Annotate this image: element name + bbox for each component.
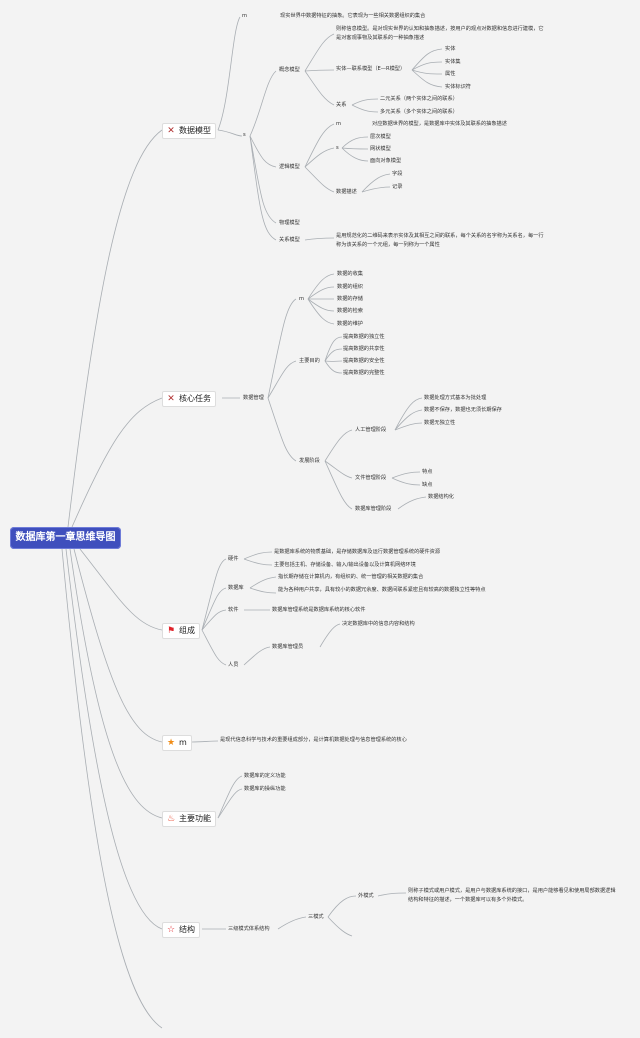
node-hardware-desc2[interactable]: 主要包括主机、存储设备、输入/输出设备以及计算机网络环境 [274,562,416,568]
star-outline-icon: ☆ [166,925,176,935]
node-er-attribute[interactable]: 属性 [445,71,456,77]
node-manual-batch[interactable]: 数据处理方式基本为批处理 [424,395,487,401]
node-logic-model[interactable]: 逻辑模型 [279,164,300,170]
node-main-functions-label: 主要功能 [179,814,211,823]
node-maintain[interactable]: 数据的维护 [337,321,363,327]
node-goal-independence[interactable]: 提高数据的独立性 [343,334,385,340]
node-logic-m[interactable]: m [336,121,342,127]
node-data-desc[interactable]: 数据描述 [336,189,357,195]
node-relation[interactable]: 关系 [336,102,347,108]
node-store[interactable]: 数据的存储 [337,296,363,302]
node-external-schema[interactable]: 外模式 [358,893,374,899]
node-three-schema[interactable]: 三模式 [308,914,324,920]
node-model-m[interactable]: m [242,13,248,19]
node-dba-desc[interactable]: 决定数据库中的信息内容和结构 [342,621,415,627]
node-goal-sharing[interactable]: 提高数据的共享性 [343,346,385,352]
node-software[interactable]: 软件 [228,607,239,613]
tools-icon: ✕ [167,126,175,136]
node-file-stage[interactable]: 文件管理阶段 [355,475,387,481]
node-physical-model[interactable]: 物理模型 [279,220,300,226]
node-core-task-label: 核心任务 [179,394,211,403]
node-structure-label: 结构 [179,925,195,934]
node-record[interactable]: 记录 [392,184,403,190]
node-software-desc[interactable]: 数据库管理系统是数据库系统的核心软件 [272,607,366,613]
node-file-feature[interactable]: 特点 [422,469,433,475]
node-hardware-desc1[interactable]: 是数据库系统的物质基础，是存储数据库及运行数据管理系统的硬件资源 [274,549,441,555]
node-data-model[interactable]: ✕ 数据模型 [162,123,216,139]
node-model-s[interactable]: s [243,132,246,138]
node-main-purpose[interactable]: 主要目的 [299,358,320,364]
node-collect[interactable]: 数据的收集 [337,271,363,277]
node-relational-model[interactable]: 关系模型 [279,237,300,243]
node-db-stage[interactable]: 数据库管理阶段 [355,506,392,512]
node-composition-label: 组成 [179,626,195,635]
node-three-level[interactable]: 三级模式体系结构 [228,926,270,932]
node-structure[interactable]: ☆ 结构 [162,922,200,938]
node-m-label: m [179,738,187,747]
node-er-entity[interactable]: 实体 [445,46,456,52]
node-relational-desc[interactable]: 是用规范化的二维码来表示实体及其相互之间的联系，每个关系的名字称为关系名，每一行… [336,233,544,248]
node-field[interactable]: 字段 [392,171,403,177]
node-er-model[interactable]: 实体—联系模型（E—R模型） [336,66,406,72]
tools-icon: ✕ [167,394,175,404]
node-main-functions[interactable]: ♨ 主要功能 [162,811,216,827]
node-database[interactable]: 数据库 [228,585,244,591]
node-retrieve[interactable]: 数据的检索 [337,308,363,314]
node-er-entity-set[interactable]: 实体集 [445,59,461,65]
node-composition[interactable]: ⚑ 组成 [162,623,200,639]
node-organize[interactable]: 数据的组织 [337,284,363,290]
node-model-m-text[interactable]: 现实世界中数据特征的抽象。它表现为一些相关数据组织的集合 [280,13,426,19]
star-icon: ★ [166,738,176,748]
node-relation-binary[interactable]: 二元关系（两个实体之间的联系） [380,96,458,102]
node-relation-multi[interactable]: 多元关系（多个实体之间的联系） [380,109,458,115]
node-goal-integrity[interactable]: 提高数据的完整性 [343,370,385,376]
node-goal-security[interactable]: 提高数据的安全性 [343,358,385,364]
node-network-model[interactable]: 网状模型 [370,146,391,152]
node-core-m[interactable]: m [299,296,305,302]
flag-icon: ⚑ [166,626,176,636]
node-manual-stage[interactable]: 人工管理阶段 [355,427,387,433]
node-hardware[interactable]: 硬件 [228,556,239,562]
node-data-model-label: 数据模型 [179,126,211,135]
node-db-structured[interactable]: 数据结构化 [428,494,454,500]
node-logic-s[interactable]: s [336,145,339,151]
node-manual-noindep[interactable]: 数据无独立性 [424,420,456,426]
node-data-management[interactable]: 数据管理 [243,395,264,401]
node-core-task[interactable]: ✕ 核心任务 [162,391,216,407]
node-func-manipulate[interactable]: 数据库的操纵功能 [244,786,286,792]
node-database-desc1[interactable]: 指长期存储在计算机内，有组织的、统一管理的相关数据的集合 [278,574,424,580]
node-hierarchical-model[interactable]: 层次模型 [370,134,391,140]
node-people[interactable]: 人员 [228,662,239,668]
node-func-define[interactable]: 数据库的定义功能 [244,773,286,779]
node-er-identifier[interactable]: 实体标识符 [445,84,471,90]
node-dev-stage[interactable]: 发展阶段 [299,458,320,464]
node-concept-model[interactable]: 概念模型 [279,67,300,73]
node-external-desc[interactable]: 则称子模式或用户模式，是用户与数据库系统的接口，是用户能够看见和使用局部数据逻辑… [408,888,616,903]
node-oo-model[interactable]: 面向对象模型 [370,158,402,164]
node-concept-desc[interactable]: 则称信息模型。是对现实世界的认知和抽象描述，按用户的观点对数据和信息进行建模，它… [336,26,544,41]
node-m-desc[interactable]: 是现代信息科学与技术的重要组成部分，是计算机数据处理与信息管理系统的核心 [220,737,407,743]
node-database-desc2[interactable]: 能为各种用户共享，具有较小的数据冗余度、数据间联系紧密且有较高的数据独立性等特点 [278,587,486,593]
fire-icon: ♨ [166,814,176,824]
node-logic-m-text[interactable]: 对应数据世界的模型，是数据库中实体及其联系的抽象描述 [372,121,507,127]
node-dba[interactable]: 数据库管理员 [272,644,304,650]
root-node[interactable]: 数据库第一章思维导图 [10,527,121,549]
node-file-weakness[interactable]: 缺点 [422,482,433,488]
node-m[interactable]: ★ m [162,735,192,751]
node-manual-nosave[interactable]: 数据不保存，数据也无须长期保存 [424,407,502,413]
